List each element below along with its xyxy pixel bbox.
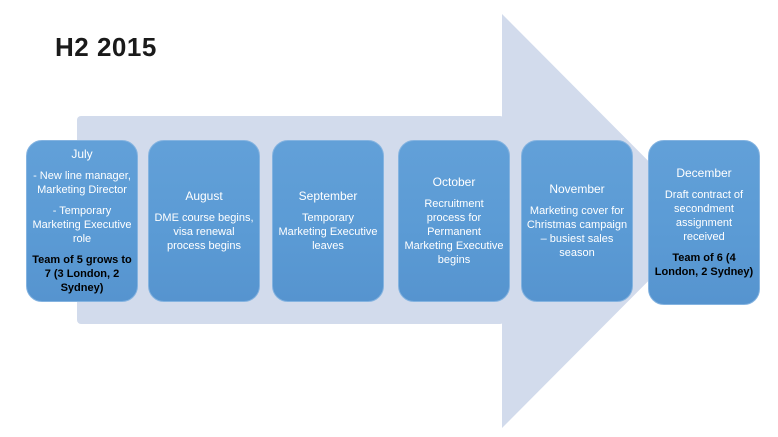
timeline-box-october: October Recruitment process for Permanen… [398,140,510,302]
month-label: July [71,146,93,161]
timeline-box-july: July - New line manager, Marketing Direc… [26,140,138,302]
timeline-box-august: August DME course begins, visa renewal p… [148,140,260,302]
month-label: October [432,174,476,189]
month-label: December [676,165,732,180]
timeline-box-november: November Marketing cover for Christmas c… [521,140,633,302]
box-note: Team of 6 (4 London, 2 Sydney) [654,252,754,279]
month-label: November [549,181,605,196]
page-title: H2 2015 [55,32,157,62]
month-label: August [185,188,223,203]
timeline-box-september: September Temporary Marketing Executive … [272,140,384,302]
box-body: Temporary Marketing Executive leaves [278,212,378,253]
month-label: September [298,188,358,203]
box-body: Draft contract of secondment assignment … [664,188,744,244]
box-body: DME course begins, visa renewal process … [154,212,254,253]
box-body: - New line manager, Marketing Director [33,169,131,196]
box-body: Marketing cover for Christmas campaign –… [526,205,628,260]
box-body: - Temporary Marketing Executive role [32,205,132,246]
box-body: Recruitment process for Permanent Market… [404,197,504,267]
box-note: Team of 5 grows to 7 (3 London, 2 Sydney… [32,254,132,295]
timeline-box-december: December Draft contract of secondment as… [648,140,760,305]
